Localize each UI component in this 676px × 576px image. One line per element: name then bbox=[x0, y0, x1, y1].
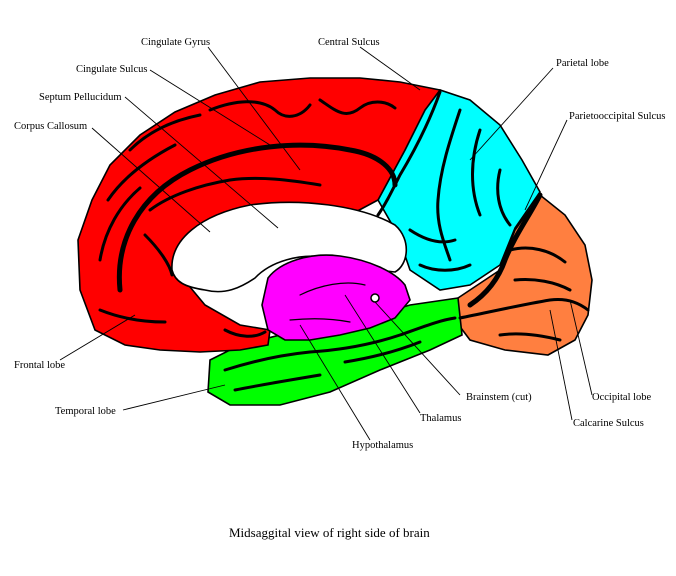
leader-occipital-lobe bbox=[569, 299, 593, 396]
leader-temporal-lobe bbox=[122, 384, 226, 411]
leader-cingulate-gyrus bbox=[207, 46, 301, 171]
frontal-sulcus-2 bbox=[208, 98, 397, 118]
leader-parietooccipital-sulcus bbox=[524, 119, 568, 211]
leader-calcarine-sulcus bbox=[549, 309, 573, 421]
leader-cingulate-sulcus bbox=[149, 69, 271, 146]
frontal-sulcus-1 bbox=[98, 113, 202, 262]
label-occipital-lobe: Occipital lobe bbox=[592, 392, 652, 403]
frontal-sulcus-4 bbox=[98, 308, 267, 338]
frontal-sulcus-3 bbox=[143, 176, 322, 277]
label-calcarine-sulcus: Calcarine Sulcus bbox=[573, 418, 644, 429]
label-parietooccipital-sulcus: Parietooccipital Sulcus bbox=[569, 111, 666, 122]
leader-corpus-callosum bbox=[91, 127, 211, 233]
cingulate-sulcus-line bbox=[116, 142, 398, 293]
leader-lines bbox=[59, 46, 593, 441]
label-cingulate-sulcus: Cingulate Sulcus bbox=[76, 64, 147, 75]
leader-thalamus bbox=[344, 294, 421, 414]
leader-central-sulcus bbox=[359, 46, 421, 91]
leader-parietal-lobe bbox=[469, 67, 554, 161]
thalamus-detail bbox=[289, 282, 366, 323]
occipital-lobe-region bbox=[454, 193, 593, 356]
label-corpus-callosum: Corpus Callosum bbox=[14, 121, 87, 132]
label-brainstem-cut: Brainstem (cut) bbox=[466, 392, 532, 403]
label-frontal-lobe: Frontal lobe bbox=[14, 360, 65, 371]
label-hypothalamus: Hypothalamus bbox=[352, 440, 413, 451]
parietooccipital-sulcus-line bbox=[467, 192, 543, 308]
label-thalamus: Thalamus bbox=[420, 413, 461, 424]
central-sulcus-line bbox=[376, 90, 442, 217]
calcarine-sulcus-line bbox=[458, 298, 590, 320]
leader-hypothalamus bbox=[299, 324, 371, 441]
diagram-caption: Midsaggital view of right side of brain bbox=[229, 525, 430, 540]
parietal-sulcus-2 bbox=[408, 228, 472, 272]
leader-septum-pellucidum bbox=[124, 96, 279, 229]
temporal-sulcus-1 bbox=[223, 316, 457, 372]
leader-brainstem bbox=[374, 301, 461, 396]
frontal-lobe-region bbox=[77, 77, 442, 353]
leader-frontal-lobe bbox=[59, 314, 136, 361]
label-septum-pellucidum: Septum Pellucidum bbox=[39, 92, 122, 103]
label-temporal-lobe: Temporal lobe bbox=[55, 406, 116, 417]
label-cingulate-gyrus: Cingulate Gyrus bbox=[141, 37, 210, 48]
brainstem-cut-marker bbox=[370, 293, 380, 303]
label-central-sulcus: Central Sulcus bbox=[318, 37, 380, 48]
occipital-sulcus-1 bbox=[498, 246, 572, 342]
label-parietal-lobe: Parietal lobe bbox=[556, 58, 609, 69]
